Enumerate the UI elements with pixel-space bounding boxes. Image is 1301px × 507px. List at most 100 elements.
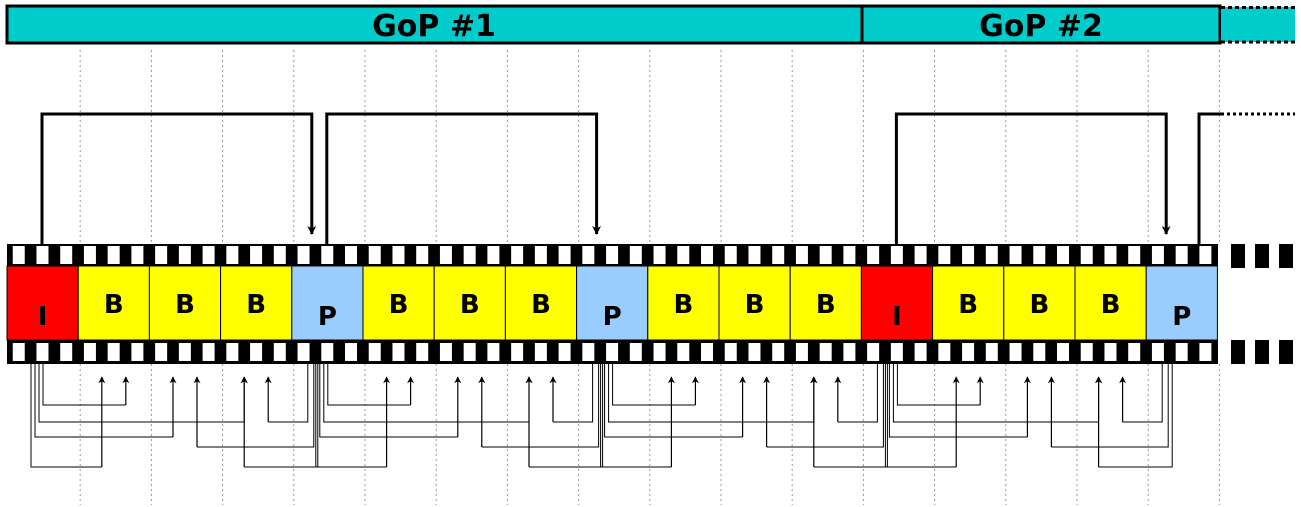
frame-label: P	[1172, 302, 1191, 332]
grid-lines	[79, 50, 1220, 505]
bidirectional-arrow	[323, 364, 533, 423]
sprocket-hole	[178, 246, 191, 264]
sprocket-hole	[962, 343, 975, 361]
sprocket-hole	[677, 246, 690, 264]
sprocket-hole	[202, 343, 215, 361]
sprocket-hole	[511, 343, 524, 361]
sprocket-hole	[606, 343, 619, 361]
bidirectional-link	[244, 364, 319, 468]
bidirectional-link	[1051, 364, 1169, 448]
sprocket-hole	[629, 343, 642, 361]
sprocket-hole	[439, 343, 452, 361]
sprocket-hole	[938, 246, 951, 264]
sprocket-hole	[677, 343, 690, 361]
sprocket-hole	[226, 343, 239, 361]
bidirectional-link	[529, 364, 604, 468]
sprocket-hole	[795, 246, 808, 264]
frame-label: B	[1101, 290, 1121, 320]
frame-label: B	[175, 290, 195, 320]
sprocket-hole	[36, 343, 49, 361]
sprocket-hole	[1104, 246, 1117, 264]
frame-b	[148, 265, 222, 341]
sprocket-hole	[772, 246, 785, 264]
sprocket-hole	[12, 246, 25, 264]
frame-b	[718, 265, 791, 341]
sprocket-hole	[273, 246, 286, 264]
bidirectional-link	[315, 364, 387, 468]
sprocket-hole	[867, 343, 880, 361]
frame-p	[576, 265, 649, 341]
sprocket-holes	[12, 246, 1212, 361]
sprocket-hole	[867, 246, 880, 264]
sprocket-hole	[890, 343, 903, 361]
sprocket-hole	[321, 343, 334, 361]
sprocket-hole	[962, 246, 975, 264]
sprocket-hole	[1080, 246, 1093, 264]
sprocket-hole	[250, 343, 263, 361]
sprocket-hole	[83, 343, 96, 361]
sprocket-hole	[534, 343, 547, 361]
sprocket-hole	[131, 246, 144, 264]
sprocket-hole	[368, 246, 381, 264]
sprocket-hole	[819, 246, 832, 264]
frame-b	[789, 265, 862, 341]
frame-b	[647, 265, 720, 341]
frame-b	[433, 265, 506, 341]
bidirectional-link	[600, 364, 672, 468]
sprocket-hole	[463, 343, 476, 361]
sprocket-hole	[439, 246, 452, 264]
bidirectional-link	[34, 364, 173, 438]
sprocket-hole	[890, 246, 903, 264]
sprocket-hole	[843, 343, 856, 361]
bidirectional-link	[197, 364, 315, 448]
frame-label: B	[745, 290, 765, 320]
sprocket-hole	[1009, 343, 1022, 361]
frame-b	[1074, 265, 1147, 341]
bidirectional-link	[888, 364, 1028, 438]
sprocket-hole	[36, 246, 49, 264]
sprocket-hole	[416, 343, 429, 361]
continuation-mark	[1255, 340, 1269, 364]
continuation-arrow-line	[1197, 112, 1221, 244]
bidirectional-link	[481, 364, 600, 448]
sprocket-hole	[701, 246, 713, 264]
gop-1-label: GoP #1	[372, 9, 496, 44]
sprocket-hole	[1175, 343, 1188, 361]
sprocket-hole	[511, 246, 524, 264]
bidirectional-link	[319, 364, 458, 438]
sprocket-hole	[1033, 343, 1046, 361]
sprocket-hole	[724, 343, 737, 361]
sprocket-hole	[606, 246, 619, 264]
frame-label: I	[38, 302, 48, 332]
continuation-mark	[1255, 244, 1269, 268]
sprocket-hole	[724, 246, 737, 264]
gop-continuation-bar	[1221, 7, 1295, 42]
frame-label: B	[816, 290, 836, 320]
sprocket-hole	[582, 343, 595, 361]
frame-p	[1145, 265, 1218, 341]
bidirectional-link	[766, 364, 884, 448]
bidirectional-link	[837, 364, 878, 423]
bidirectional-link	[604, 364, 743, 438]
sprocket-hole	[1104, 343, 1117, 361]
sprocket-hole	[155, 343, 168, 361]
sprocket-hole	[582, 246, 595, 264]
sprocket-hole	[1057, 246, 1069, 264]
frame-label: B	[531, 290, 551, 320]
forward-prediction-arrows	[40, 112, 1171, 244]
bidirectional-prediction-arrows	[30, 364, 1173, 468]
sprocket-hole	[558, 246, 571, 264]
frame-label: B	[104, 290, 124, 320]
continuation-mark	[1279, 244, 1293, 268]
sprocket-hole	[368, 343, 381, 361]
frame-label: P	[318, 302, 337, 332]
bidirectional-link	[42, 364, 126, 406]
frame-label: B	[673, 290, 693, 320]
frame-label: I	[892, 302, 902, 332]
frame-b	[220, 265, 293, 341]
sprocket-hole	[12, 343, 25, 361]
sprocket-hole	[83, 246, 96, 264]
